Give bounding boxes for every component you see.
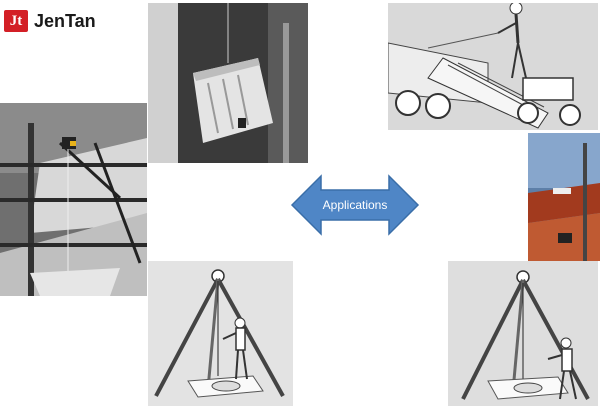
scaffold-winch-photo xyxy=(0,103,147,296)
tripod-rescue-illustration-right xyxy=(448,261,598,406)
applications-arrow: Applications xyxy=(290,174,420,236)
tripod-rescue-illustration-left xyxy=(148,261,293,406)
logo-name: JenTan xyxy=(34,10,96,31)
applications-label: Applications xyxy=(322,198,388,212)
logo-mark: Jt xyxy=(4,10,28,32)
double-arrow-icon xyxy=(290,174,420,236)
atv-loading-illustration xyxy=(388,3,598,130)
brand-logo: Jt JenTan xyxy=(4,10,96,32)
roof-winch-photo xyxy=(528,133,600,261)
ac-unit-hoist-photo xyxy=(148,3,308,163)
